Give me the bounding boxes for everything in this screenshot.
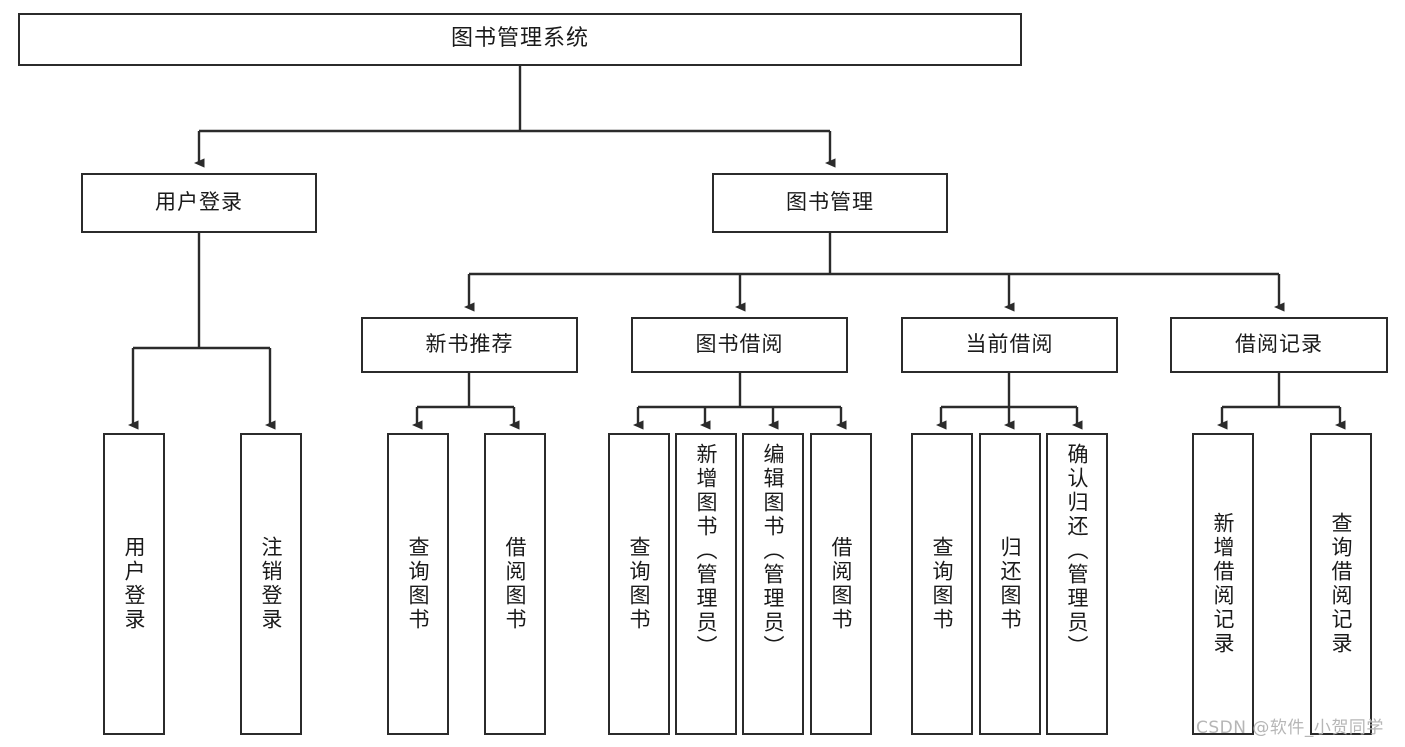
leaf-label: 确认归还（管理员） — [1065, 443, 1090, 659]
node-book-borrow[interactable]: 图书借阅 — [631, 317, 848, 373]
leaf-record-add-record[interactable]: 新增借阅记录 — [1192, 433, 1254, 735]
node-new-book-recommend[interactable]: 新书推荐 — [361, 317, 578, 373]
node-current-borrow[interactable]: 当前借阅 — [901, 317, 1118, 373]
leaf-label: 查询图书 — [406, 536, 431, 632]
leaf-label: 归还图书 — [998, 536, 1023, 632]
leaf-record-query-record[interactable]: 查询借阅记录 — [1310, 433, 1372, 735]
leaf-label: 注销登录 — [259, 536, 284, 632]
leaf-recommend-query-book[interactable]: 查询图书 — [387, 433, 449, 735]
leaf-label: 新增图书（管理员） — [694, 443, 719, 659]
leaf-current-query-book[interactable]: 查询图书 — [911, 433, 973, 735]
leaf-user-login-logout[interactable]: 注销登录 — [240, 433, 302, 735]
leaf-label: 用户登录 — [122, 536, 147, 632]
leaf-borrow-edit-book-admin[interactable]: 编辑图书（管理员） — [742, 433, 804, 735]
node-user-login[interactable]: 用户登录 — [81, 173, 317, 233]
leaf-label: 借阅图书 — [503, 536, 528, 632]
leaf-label: 查询图书 — [627, 536, 652, 632]
node-borrow-record[interactable]: 借阅记录 — [1170, 317, 1388, 373]
leaf-current-confirm-return-admin[interactable]: 确认归还（管理员） — [1046, 433, 1108, 735]
leaf-label: 新增借阅记录 — [1211, 512, 1236, 656]
leaf-label: 查询借阅记录 — [1329, 512, 1354, 656]
leaf-label: 编辑图书（管理员） — [761, 443, 786, 659]
leaf-user-login-login[interactable]: 用户登录 — [103, 433, 165, 735]
node-book-management[interactable]: 图书管理 — [712, 173, 948, 233]
leaf-current-return-book[interactable]: 归还图书 — [979, 433, 1041, 735]
watermark: CSDN @软件_小贺同学 — [1196, 718, 1384, 738]
leaf-borrow-query-book[interactable]: 查询图书 — [608, 433, 670, 735]
node-root-system[interactable]: 图书管理系统 — [18, 13, 1022, 66]
leaf-borrow-borrow-book[interactable]: 借阅图书 — [810, 433, 872, 735]
leaf-label: 借阅图书 — [829, 536, 854, 632]
leaf-borrow-add-book-admin[interactable]: 新增图书（管理员） — [675, 433, 737, 735]
leaf-recommend-borrow-book[interactable]: 借阅图书 — [484, 433, 546, 735]
leaf-label: 查询图书 — [930, 536, 955, 632]
